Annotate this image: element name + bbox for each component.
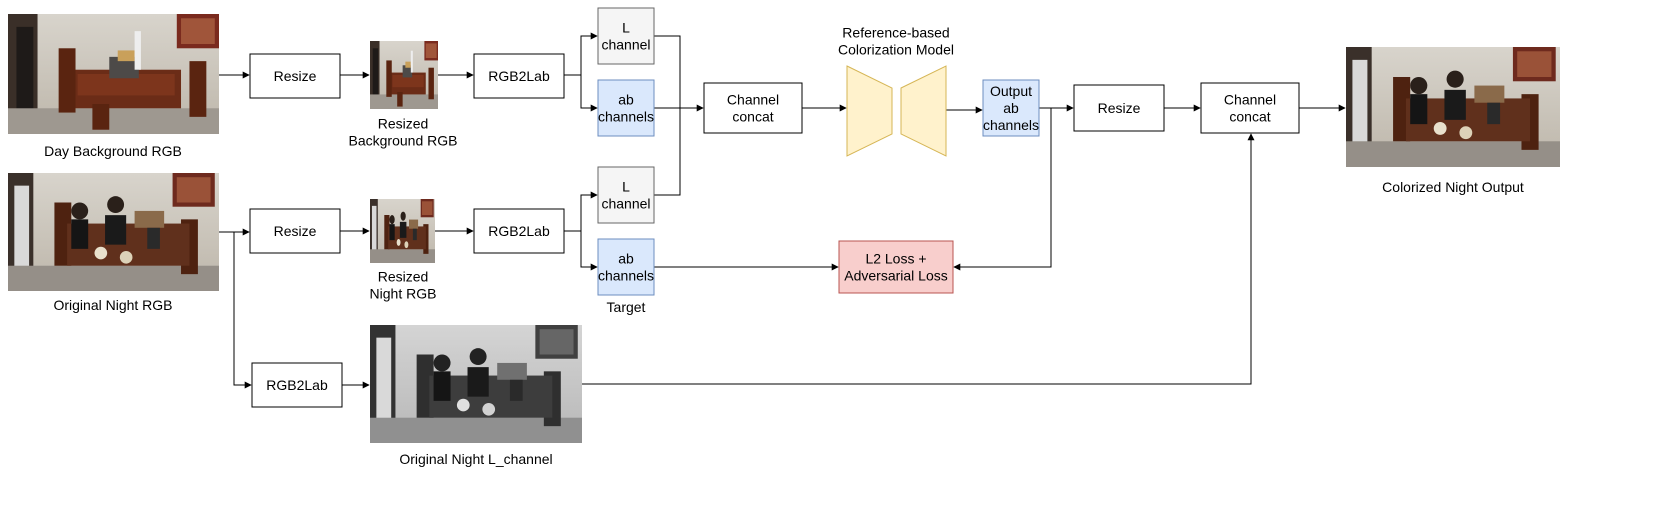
- resized-background-image-photo: [370, 41, 438, 109]
- ab-channels-box-target-shape: [597, 238, 655, 296]
- decoder-trapezoid: [900, 65, 947, 157]
- rgb2lab-box-bottom: RGB2Lab: [251, 362, 343, 408]
- output-ab-channels-box-shape: [982, 79, 1040, 137]
- target-label: Target: [607, 299, 646, 315]
- edge-l-mid-merge: [654, 108, 681, 196]
- resize-box-middle-label: Resize: [274, 223, 317, 239]
- loss-box-shape: [838, 240, 954, 294]
- day-background-image: Day Background RGB: [8, 14, 219, 159]
- loss-box: L2 Loss +Adversarial Loss: [838, 240, 954, 294]
- loss-box-label: L2 Loss +Adversarial Loss: [844, 251, 948, 284]
- edge-l-top-merge: [654, 35, 681, 108]
- night-l-channel-image-photo: [370, 325, 582, 443]
- night-l-channel-image: Original Night L_channel: [370, 325, 582, 467]
- edge-rgb2lab-to-ab-mid: [580, 231, 598, 271]
- edge-rgb2lab-to-ab-top: [580, 75, 598, 112]
- resize-box-output-label: Resize: [1098, 100, 1141, 116]
- colorized-output-image-photo: [1346, 47, 1560, 167]
- original-night-image-caption: Original Night RGB: [53, 297, 172, 313]
- edges-layer: [219, 32, 1346, 389]
- channel-concat-box-2-shape: [1200, 82, 1300, 134]
- night-l-channel-image-caption: Original Night L_channel: [399, 451, 552, 467]
- resize-box-middle-shape: [249, 208, 341, 254]
- rgb2lab-box-middle: RGB2Lab: [473, 208, 565, 254]
- resize-box-middle: Resize: [249, 208, 341, 254]
- l-channel-box-top-shape: [597, 7, 655, 65]
- rgb2lab-box-bottom-shape: [251, 362, 343, 408]
- resize-box-top-shape: [249, 53, 341, 99]
- resize-box-output-shape: [1073, 84, 1165, 132]
- original-night-image-photo: [8, 173, 219, 291]
- resize-box-top-label: Resize: [274, 68, 317, 84]
- edge-l-image-to-concat2: [582, 133, 1255, 385]
- edge-rgb2lab-to-l-top: [564, 32, 598, 76]
- rgb2lab-box-top: RGB2Lab: [473, 53, 565, 99]
- colorized-output-image: Colorized Night Output: [1346, 47, 1560, 195]
- day-background-image-photo: [8, 14, 219, 134]
- colorized-output-image-caption: Colorized Night Output: [1382, 179, 1524, 195]
- rgb2lab-box-middle-shape: [473, 208, 565, 254]
- resized-night-image-photo: [370, 199, 435, 263]
- ab-channels-box-top-shape: [597, 79, 655, 137]
- day-background-image-caption: Day Background RGB: [44, 143, 182, 159]
- channel-concat-box-1-shape: [703, 82, 803, 134]
- edge-rgb2lab-to-l-mid: [564, 191, 598, 232]
- rgb2lab-box-top-label: RGB2Lab: [488, 68, 550, 84]
- edge-night-to-rgb2lab-bottom: [233, 232, 252, 389]
- rgb2lab-box-middle-label: RGB2Lab: [488, 223, 550, 239]
- resize-box-top: Resize: [249, 53, 341, 99]
- l-channel-box-middle-shape: [597, 166, 655, 224]
- edge-output-ab-to-loss: [953, 108, 1052, 271]
- rgb2lab-box-bottom-label: RGB2Lab: [266, 377, 328, 393]
- rgb2lab-box-top-shape: [473, 53, 565, 99]
- resize-box-output: Resize: [1073, 84, 1165, 132]
- original-night-image: Original Night RGB: [8, 173, 219, 313]
- encoder-trapezoid: [846, 65, 893, 157]
